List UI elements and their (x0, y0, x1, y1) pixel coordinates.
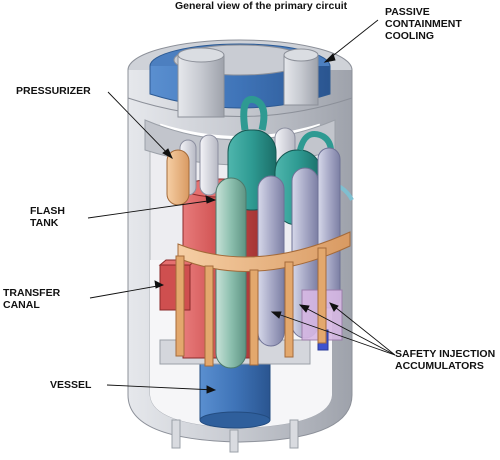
label-line: SAFETY INJECTION (395, 348, 496, 360)
label-transfer-canal: TRANSFER CANAL (3, 287, 60, 311)
label-line: TRANSFER (3, 287, 61, 299)
label-line: FLASH (30, 205, 65, 217)
label-line: CONTAINMENT (385, 18, 462, 30)
label-line: PASSIVE (385, 6, 430, 18)
label-flash-tank: FLASH TANK (30, 205, 65, 229)
leader-transfer (89, 284, 164, 299)
pressurizer (166, 149, 190, 206)
leader-lines (87, 19, 396, 394)
label-line: TANK (30, 217, 59, 229)
leader-passive (324, 19, 379, 63)
label-line: CANAL (3, 299, 40, 311)
label-passive-containment-cooling: PASSIVE CONTAINMENT COOLING (385, 6, 462, 42)
label-line: COOLING (385, 30, 434, 42)
leader-safety-2 (299, 304, 396, 356)
label-safety-injection-accumulators: SAFETY INJECTION ACCUMULATORS (395, 348, 495, 372)
support-frame (175, 231, 351, 367)
label-pressurizer: PRESSURIZER (16, 85, 91, 97)
leader-pressurizer (107, 91, 173, 159)
leader-safety-3 (329, 302, 396, 356)
front-tank (215, 177, 247, 369)
leader-flash (87, 199, 216, 219)
label-line: ACCUMULATORS (395, 360, 484, 372)
leader-vessel (106, 384, 216, 391)
leader-safety-1 (271, 311, 396, 356)
label-vessel: VESSEL (50, 379, 92, 391)
diagram-title: General view of the primary circuit (175, 0, 348, 12)
